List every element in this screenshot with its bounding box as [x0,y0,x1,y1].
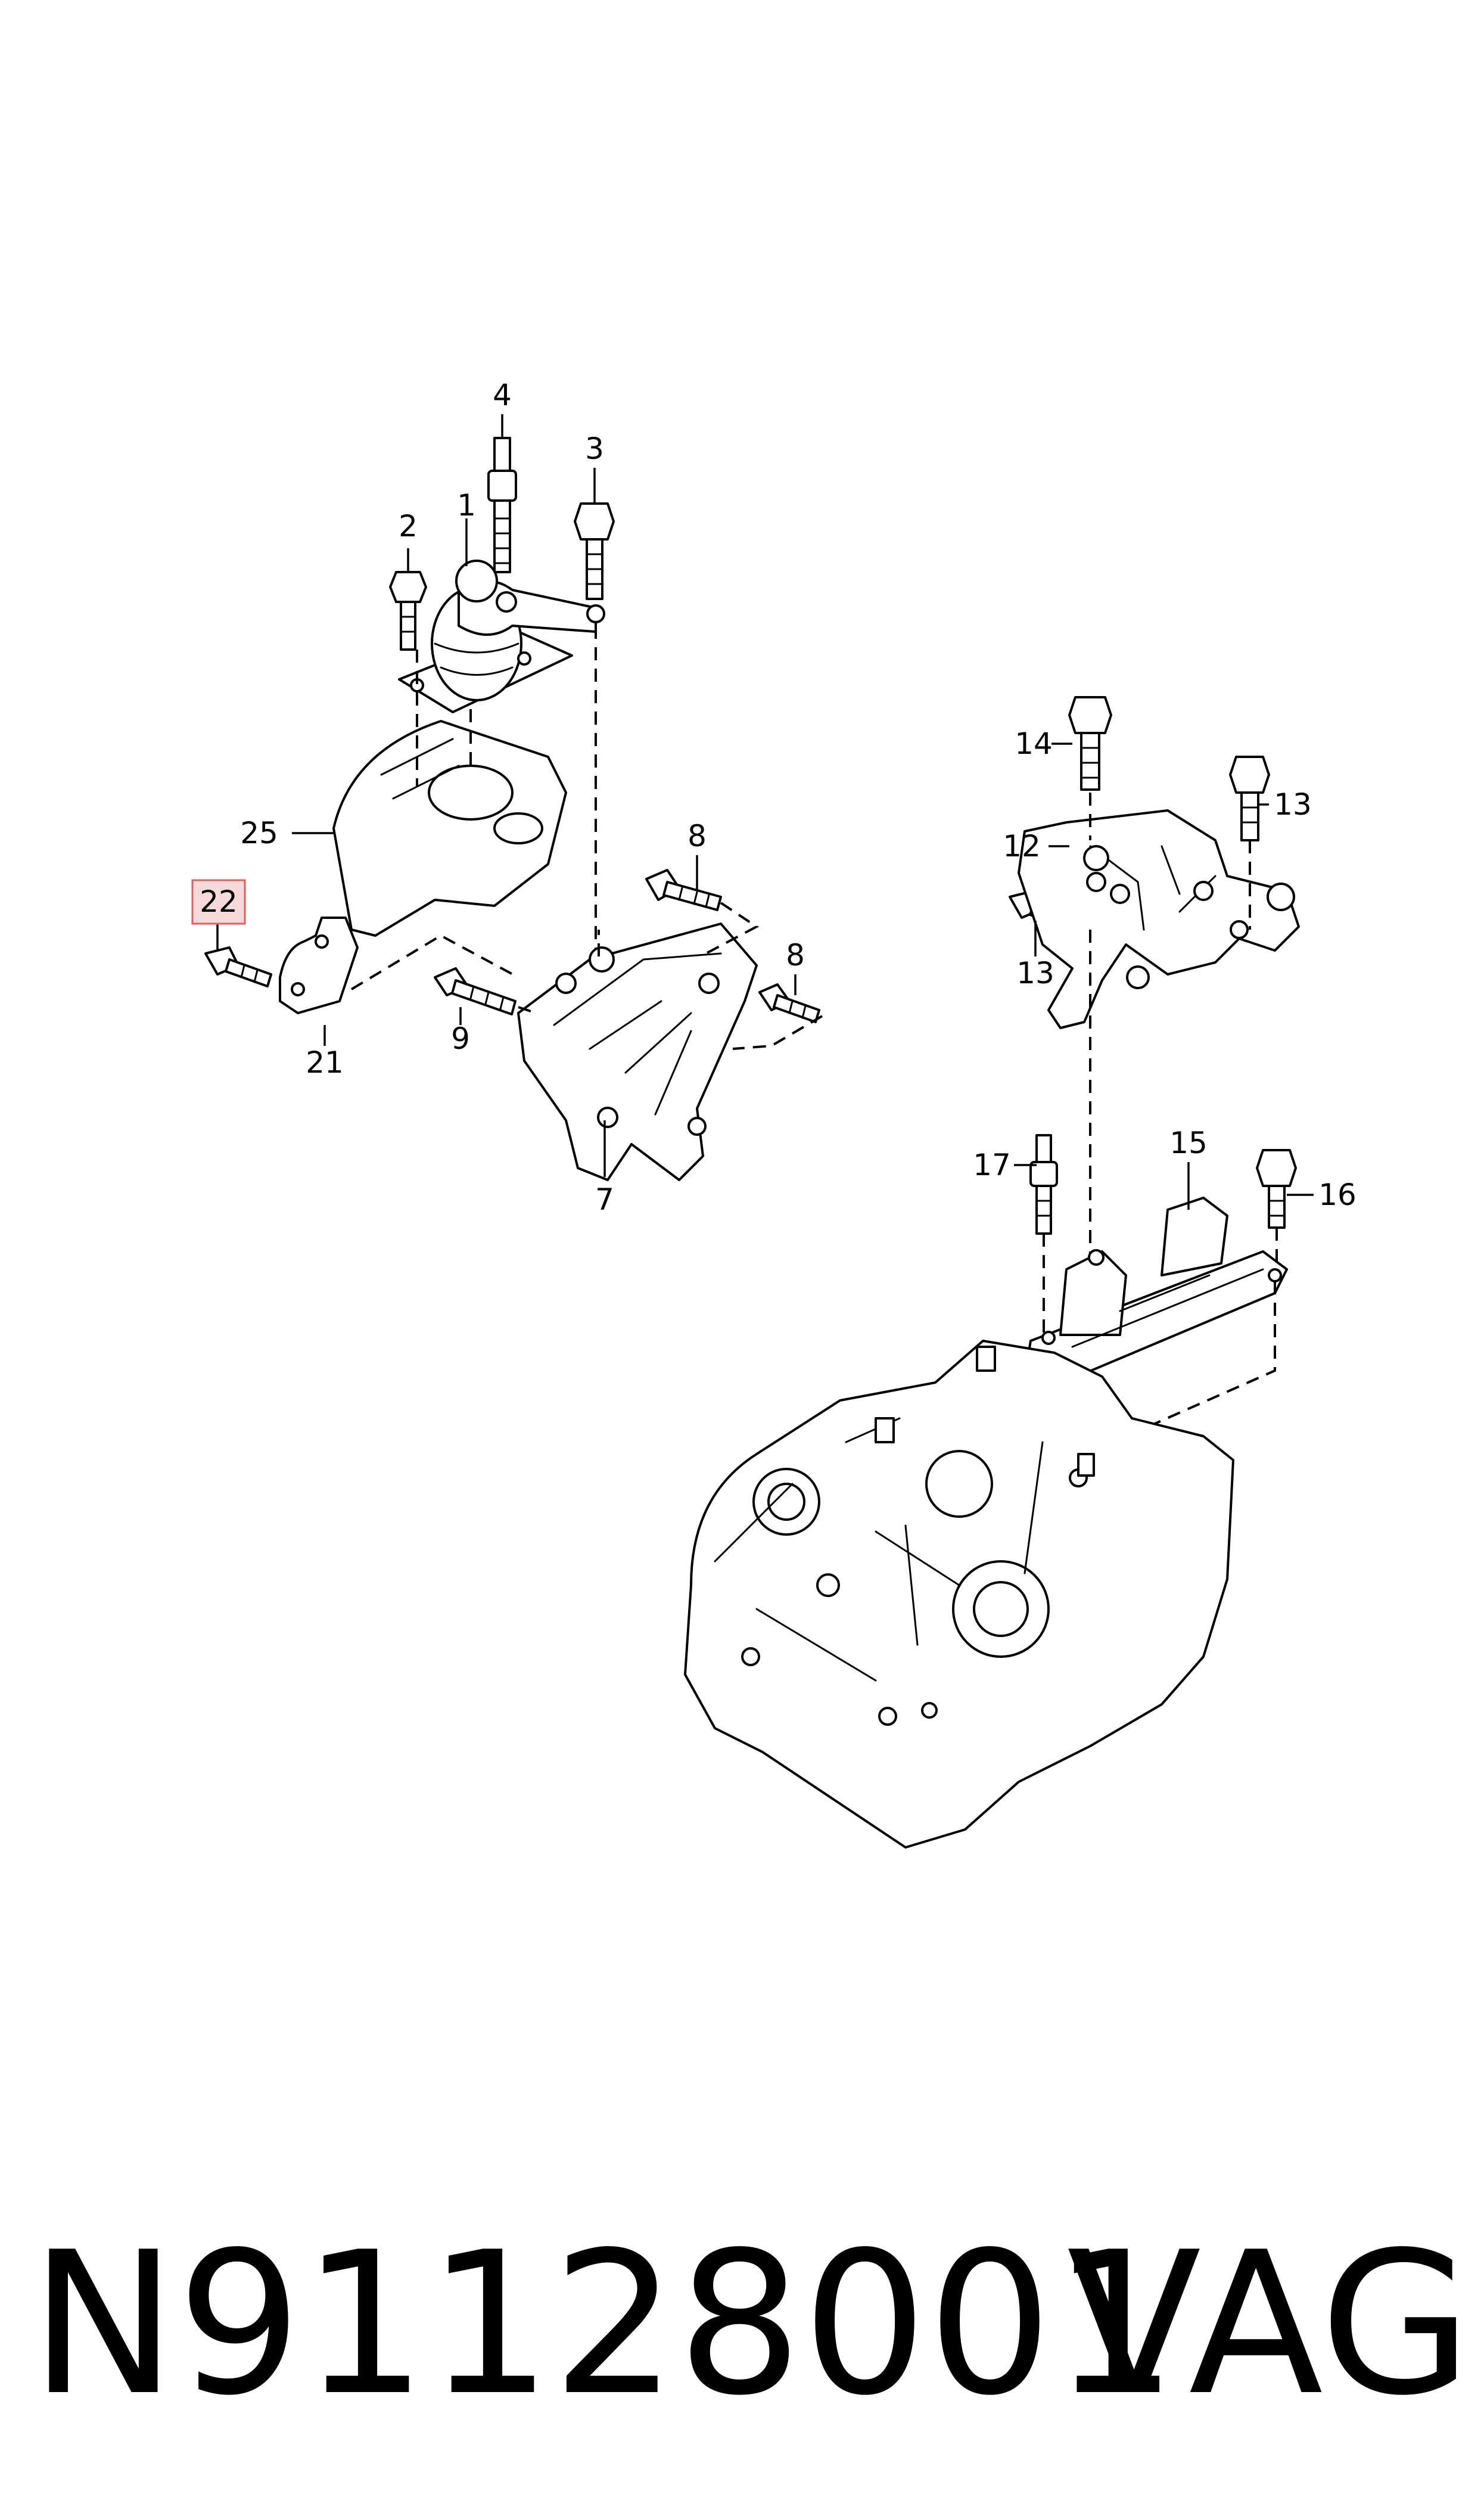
bolt-13-upper [1229,756,1270,841]
bolt-2 [389,571,427,651]
gearbox-bracket-7 [517,923,758,1181]
callout-8-lower: 8 [786,938,805,973]
callout-2: 2 [399,509,418,543]
engine-mount-1 [398,560,605,713]
callout-3: 3 [585,431,604,466]
bolt-16 [1256,1149,1297,1229]
transmission-mount-assembly [684,696,1300,1849]
stud-bolt-17 [1029,1134,1058,1235]
engine-mount-assembly [204,437,823,1181]
callout-13-lower: 13 [1016,956,1054,990]
part-number: N91128001 [30,2210,1178,2439]
bolt-8-lower [758,983,820,1023]
callout-7: 7 [595,1182,614,1217]
bolt-22 [204,946,272,987]
callout-16: 16 [1318,1178,1357,1212]
bolt-3 [574,502,615,600]
callout-13-upper: 13 [1274,787,1312,822]
callout-labels: 1 2 3 4 25 22 21 9 8 8 7 14 13 12 13 15 … [191,378,1357,1217]
callout-14: 14 [1015,726,1053,761]
callout-15: 15 [1169,1126,1208,1160]
callout-4: 4 [493,378,512,412]
stud-bolt-4 [487,437,517,573]
bolt-8-upper [645,869,722,911]
bracket-25 [332,720,567,937]
bolt-9 [434,967,517,1015]
bracket-21 [279,917,359,1014]
callout-17: 17 [973,1148,1011,1182]
leader-lines [216,414,1314,1210]
callout-22-highlight [191,879,246,925]
callout-8-upper: 8 [687,819,707,853]
bolt-14 [1068,696,1112,791]
callout-12: 12 [1003,829,1041,864]
callout-1: 1 [457,488,476,523]
callout-9: 9 [451,1021,470,1056]
callout-25: 25 [240,816,278,850]
support-bracket-15 [1023,1197,1288,1390]
callout-21: 21 [306,1045,344,1080]
transmission-housing [684,1340,1234,1849]
brand-name: VAG [1066,2210,1472,2439]
callout-22: 22 [200,884,238,919]
gearbox-mount-12 [1018,809,1300,1029]
